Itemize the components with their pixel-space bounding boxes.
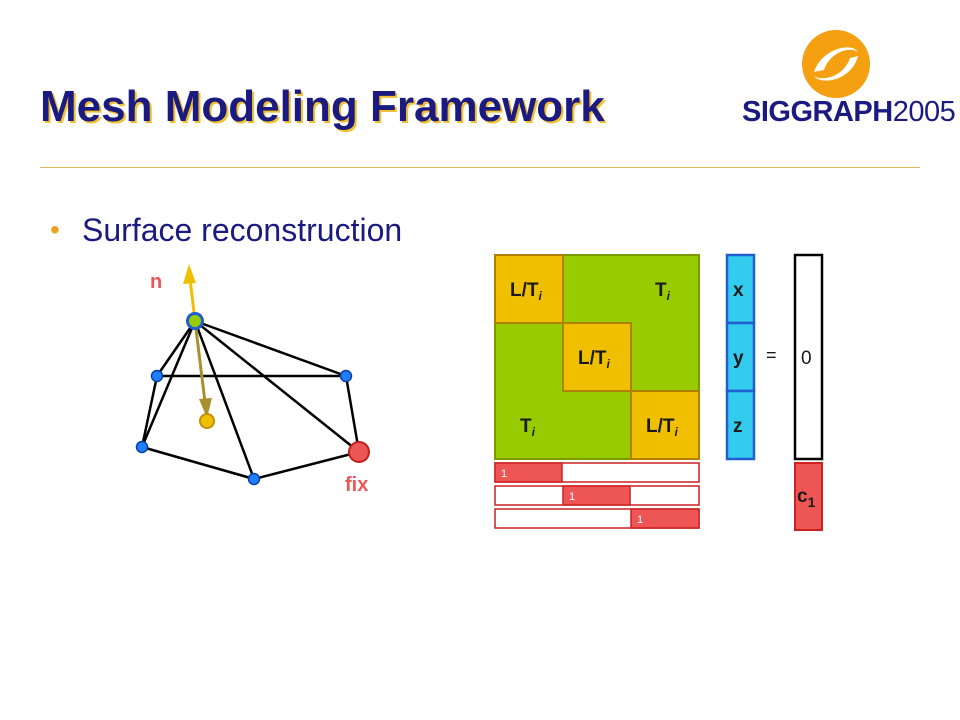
- system-matrix: L/Ti L/Ti L/Ti Ti Ti 1 1 1: [494, 254, 700, 529]
- bullet-text: Surface reconstruction: [82, 212, 403, 248]
- rhs-constraint-block: [794, 462, 823, 531]
- constraint-entry: [494, 462, 563, 483]
- mesh-vertex: [135, 440, 149, 454]
- logo-year: 2005: [892, 96, 956, 128]
- mesh-vertex: [339, 369, 353, 383]
- vector-x-cell: [725, 253, 756, 325]
- slide-title: Mesh Modeling Framework: [40, 82, 605, 131]
- mesh-edges: [140, 319, 361, 481]
- offdiagonal-label: Ti: [655, 280, 671, 303]
- target-vertex: [199, 413, 215, 429]
- normal-label: n: [150, 271, 162, 293]
- rhs-constraint-label: c1: [797, 486, 816, 510]
- rhs-zero-label: 0: [801, 348, 812, 369]
- unknown-vector: x y z: [725, 253, 756, 461]
- logo-main: SIGGRAPH: [742, 96, 893, 128]
- center-vertex: [186, 312, 204, 330]
- mesh-diagram: n fix: [135, 264, 370, 496]
- rhs-zero-block: [793, 253, 824, 461]
- diagonal-block: [562, 322, 632, 392]
- constraint-value: 1: [569, 491, 575, 503]
- equals-sign: =: [766, 345, 777, 365]
- constraint-value: 1: [637, 514, 643, 526]
- offdiagonal-label: Ti: [520, 416, 536, 439]
- constraint-value: 1: [501, 468, 507, 480]
- fixed-vertex: [348, 441, 370, 463]
- diagonal-block-label: L/Ti: [646, 416, 679, 439]
- vector-y-cell: [725, 321, 756, 393]
- diagonal-block: [630, 390, 700, 460]
- title-divider: [40, 167, 920, 168]
- mesh-vertex: [247, 472, 261, 486]
- vector-z-label: z: [733, 416, 743, 437]
- siggraph-logo: SIGGRAPH2005: [742, 96, 956, 129]
- displacement-arrow-shaft: [193, 320, 208, 411]
- constraint-entry: [630, 508, 700, 529]
- vector-x-label: x: [733, 280, 744, 301]
- diagonal-block: [494, 254, 564, 324]
- siggraph-swirl-icon: [802, 30, 870, 98]
- vector-z-cell: [725, 389, 756, 461]
- mesh-vertex: [150, 369, 164, 383]
- rhs-vector: 0 c1: [793, 253, 824, 531]
- normal-arrow-head: [183, 264, 196, 284]
- bullet-icon: •: [50, 214, 60, 245]
- diagonal-block-label: L/Ti: [578, 348, 611, 371]
- constraint-entry: [562, 485, 631, 506]
- fix-label: fix: [345, 474, 368, 496]
- vector-y-label: y: [733, 348, 744, 369]
- diagonal-block-label: L/Ti: [510, 280, 543, 303]
- displacement-arrow-head: [199, 398, 212, 418]
